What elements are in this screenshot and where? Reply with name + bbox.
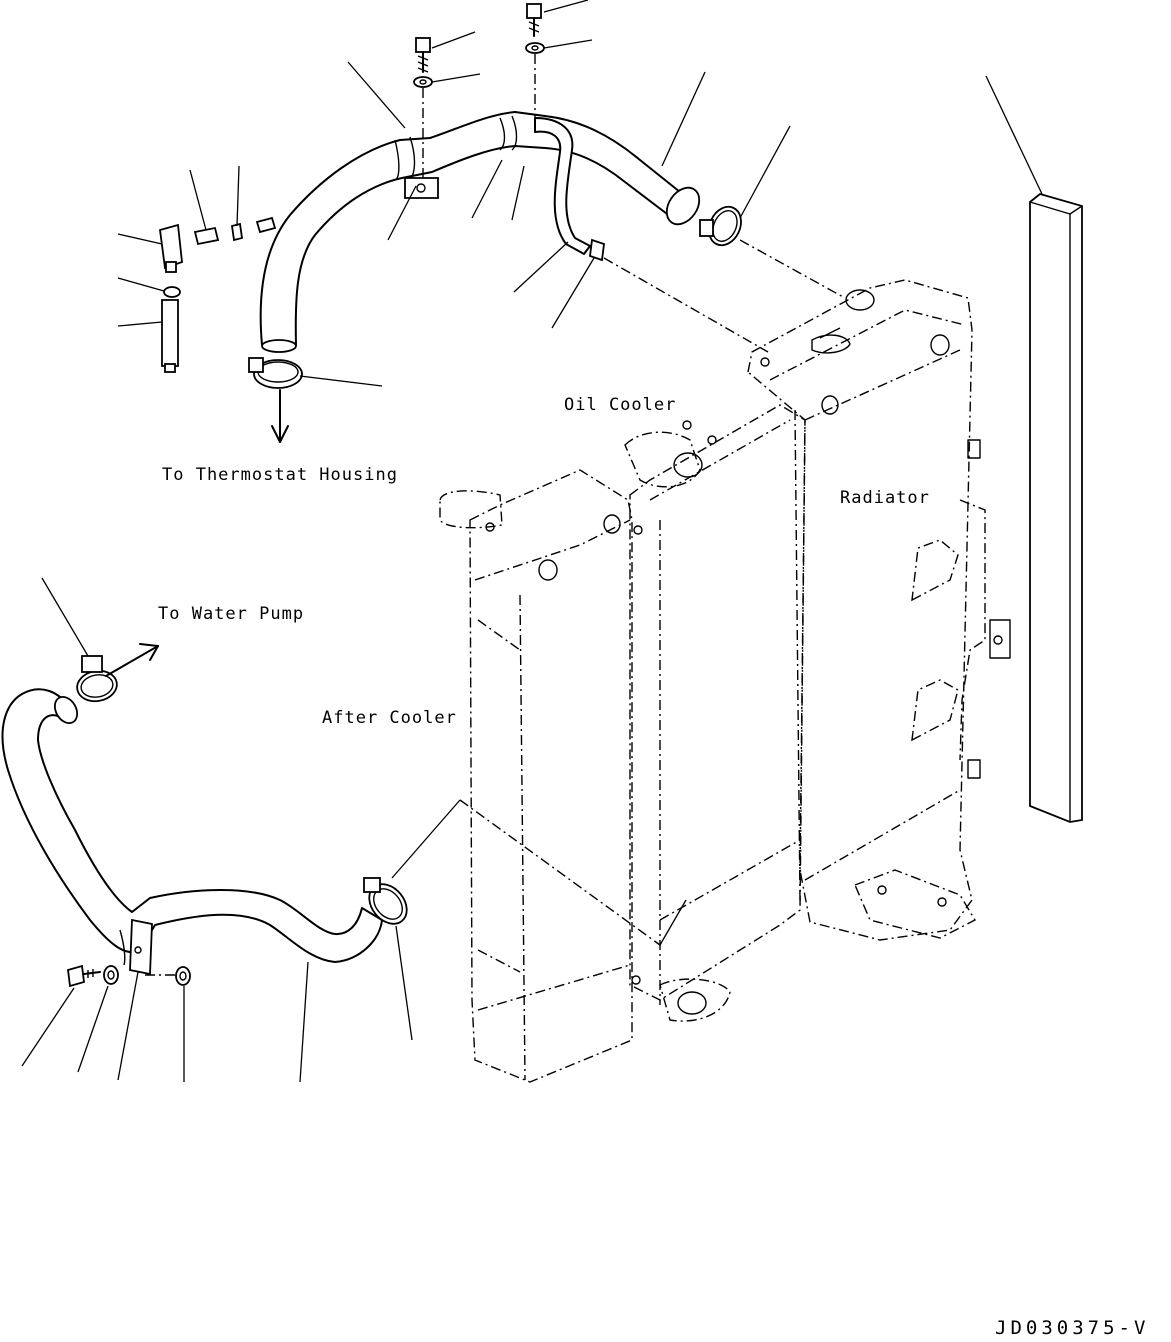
hose-clamp-after-cooler	[363, 877, 408, 925]
label-to-thermostat-housing: To Thermostat Housing	[162, 465, 398, 485]
hose-bracket	[404, 177, 439, 199]
bolt-top-left	[413, 37, 433, 88]
label-oil-cooler: Oil Cooler	[564, 395, 676, 415]
radiator-assembly	[439, 279, 1011, 1083]
sensor-fitting	[159, 216, 277, 373]
label-to-water-pump: To Water Pump	[158, 604, 304, 624]
leader-lines-upper	[117, 0, 1043, 387]
hose-clamp-water-pump	[76, 655, 118, 703]
drawing-code: JD030375-V	[995, 1317, 1149, 1339]
hose-clamp-thermostat	[248, 357, 303, 389]
label-radiator: Radiator	[840, 488, 930, 508]
lower-radiator-hose	[1, 688, 383, 976]
bypass-tube	[534, 117, 605, 262]
seal-strip	[1029, 193, 1083, 823]
lower-bolt-set	[67, 964, 191, 988]
arrow-to-water-pump	[105, 643, 159, 677]
upper-radiator-hose	[259, 111, 701, 353]
arrow-to-thermostat	[271, 389, 289, 443]
label-after-cooler: After Cooler	[322, 708, 457, 728]
hose-clamp-upper-right	[699, 205, 742, 247]
bolt-top-right	[525, 3, 545, 54]
leader-lines-lower	[21, 577, 461, 1083]
